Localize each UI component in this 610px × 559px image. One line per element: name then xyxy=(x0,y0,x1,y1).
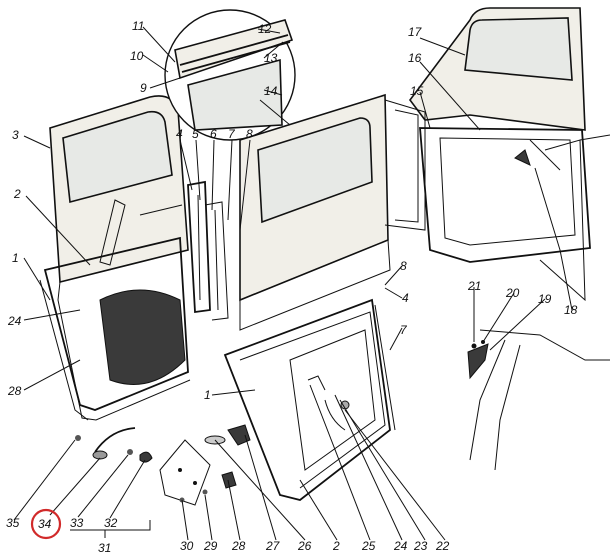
callout-22: 22 xyxy=(435,539,450,553)
middle-door-upper xyxy=(239,93,391,331)
callout-32: 32 xyxy=(104,516,118,530)
callout-18: 18 xyxy=(564,303,578,317)
callout-20: 20 xyxy=(505,286,520,300)
callout-4-top: 4 xyxy=(176,127,183,141)
callout-28-bottom: 28 xyxy=(231,539,246,553)
right-door xyxy=(409,7,591,263)
callout-1-left: 1 xyxy=(12,251,19,265)
callout-2-left: 2 xyxy=(13,187,21,201)
callout-21: 21 xyxy=(467,279,481,293)
callout-labels: 11 10 9 12 13 14 3 2 1 24 28 4 5 6 7 8 1… xyxy=(6,19,578,555)
callout-6: 6 xyxy=(210,127,217,141)
callout-12: 12 xyxy=(258,22,272,36)
callout-14: 14 xyxy=(264,84,278,98)
callout-24-bottom: 24 xyxy=(393,539,408,553)
callout-2-bottom: 2 xyxy=(332,539,340,553)
leader-lines xyxy=(13,26,573,541)
left-door xyxy=(39,95,191,421)
loose-parts xyxy=(75,375,350,506)
callout-29: 29 xyxy=(203,539,218,553)
callout-34: 34 xyxy=(38,517,52,531)
callout-27: 27 xyxy=(265,539,281,553)
highlight-circle-34 xyxy=(30,508,62,540)
callout-4-right: 4 xyxy=(402,291,409,305)
callout-30: 30 xyxy=(180,539,194,553)
callout-10: 10 xyxy=(130,49,144,63)
seal-detail-inset xyxy=(164,9,296,141)
callout-24-left: 24 xyxy=(7,314,22,328)
callout-31: 31 xyxy=(98,541,111,555)
callout-33: 33 xyxy=(70,516,84,530)
callout-9: 9 xyxy=(140,81,147,95)
callout-35: 35 xyxy=(6,516,20,530)
callout-7-top: 7 xyxy=(228,127,236,141)
callout-1-middle: 1 xyxy=(204,388,211,402)
middle-door-lower xyxy=(223,298,396,501)
callout-17: 17 xyxy=(408,25,423,39)
door-pillars xyxy=(187,180,229,321)
callout-19: 19 xyxy=(538,292,552,306)
callout-26: 26 xyxy=(297,539,312,553)
callout-28-left: 28 xyxy=(7,384,22,398)
callout-5: 5 xyxy=(192,127,199,141)
callout-8-top: 8 xyxy=(246,127,253,141)
callout-8-right: 8 xyxy=(400,259,407,273)
callout-13: 13 xyxy=(264,51,278,65)
callout-16: 16 xyxy=(408,51,422,65)
hinge-bracket xyxy=(467,340,489,380)
callout-25: 25 xyxy=(361,539,376,553)
callout-23: 23 xyxy=(413,539,428,553)
cab-wall xyxy=(384,99,610,471)
callout-11: 11 xyxy=(132,19,144,33)
callout-7-right: 7 xyxy=(400,323,408,337)
callout-15: 15 xyxy=(410,84,424,98)
callout-3: 3 xyxy=(12,128,19,142)
